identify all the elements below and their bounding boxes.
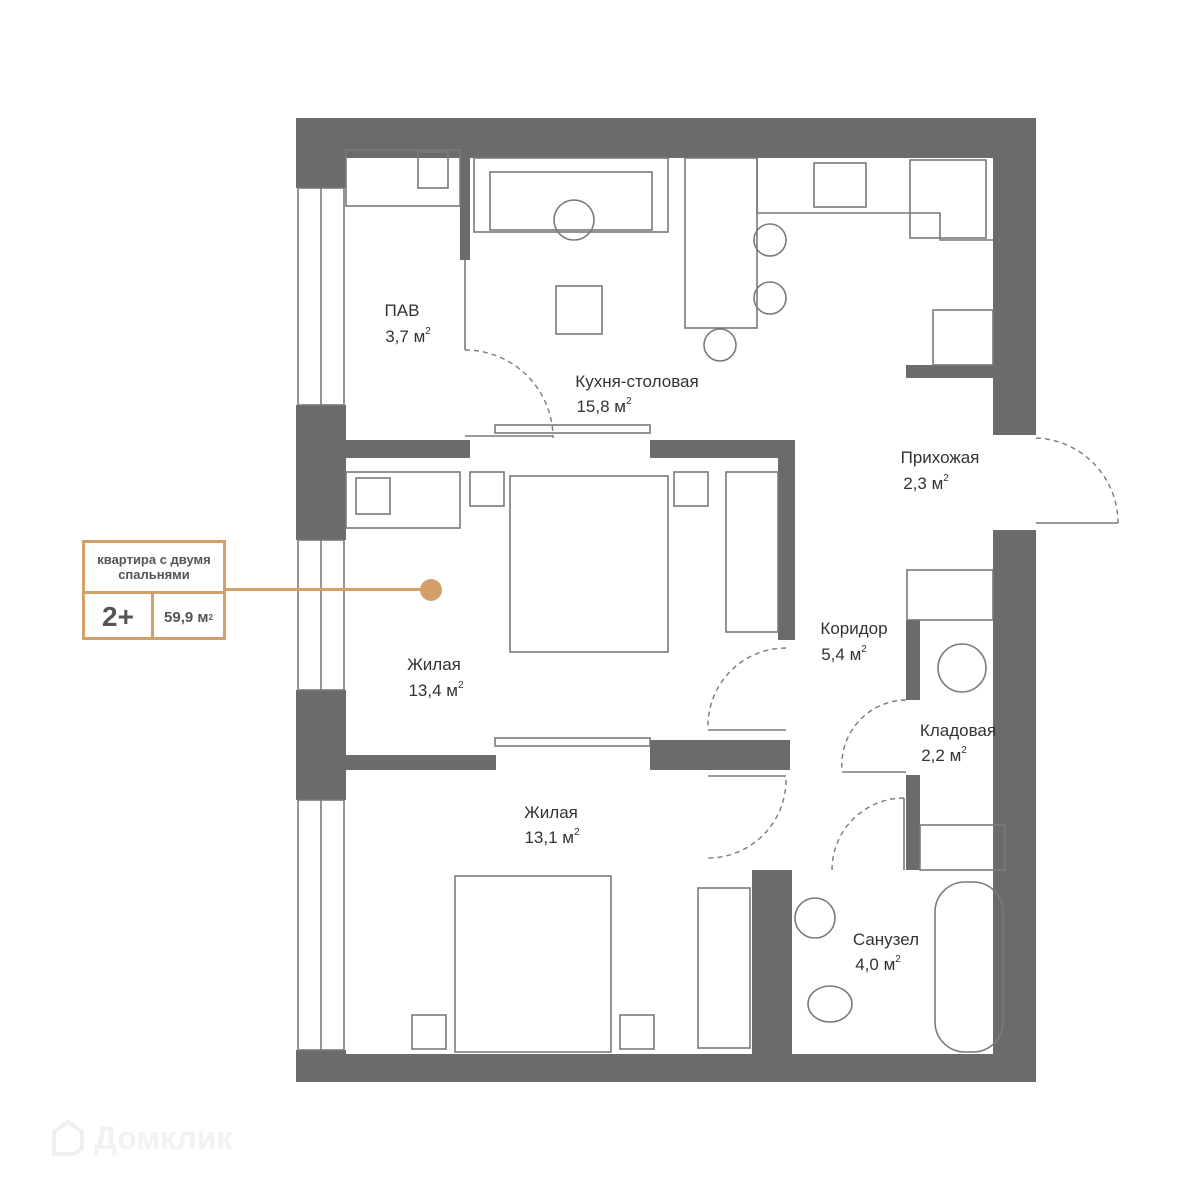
walls xyxy=(296,118,1036,1082)
room-area: 4,0 xyxy=(855,955,879,974)
sink-icon xyxy=(909,159,987,239)
room-label-hallway: Прихожая 2,3 м2 xyxy=(901,448,980,493)
room-label-bedroom-2: Жилая 13,1 м2 xyxy=(524,803,580,847)
room-area: 5,4 xyxy=(821,645,845,664)
toilet-icon xyxy=(807,985,853,1023)
desk xyxy=(345,149,461,207)
room-label-bathroom: Санузел 4,0 м2 xyxy=(853,930,919,974)
room-name: ПАВ xyxy=(385,301,420,320)
doors xyxy=(464,260,1119,871)
kitchen-island xyxy=(684,157,758,329)
svg-text:2,2 м2: 2,2 м2 xyxy=(921,745,967,765)
furniture xyxy=(345,149,1006,1053)
washbasin-icon xyxy=(937,643,987,693)
laptop-icon xyxy=(417,151,449,189)
tv xyxy=(494,737,651,747)
room-area: 2,3 xyxy=(903,474,927,493)
room-label-corridor: Коридор 5,4 м2 xyxy=(820,619,887,664)
bed xyxy=(509,475,669,653)
tv xyxy=(494,424,651,434)
table xyxy=(555,285,603,335)
windows xyxy=(297,187,345,1051)
shelf xyxy=(906,569,994,621)
svg-text:15,8 м2: 15,8 м2 xyxy=(576,396,632,416)
apartment-type: 2+ xyxy=(85,594,154,640)
room-area: 2,2 xyxy=(921,746,945,765)
svg-text:2,3 м2: 2,3 м2 xyxy=(903,473,949,493)
apartment-description: квартира с двумя спальнями xyxy=(85,543,223,594)
bathtub-icon xyxy=(934,881,1004,1053)
house-logo-icon xyxy=(52,1119,84,1156)
svg-text:5,4 м2: 5,4 м2 xyxy=(821,644,867,664)
sofa xyxy=(473,157,669,233)
svg-text:3,7 м2: 3,7 м2 xyxy=(385,326,431,346)
stove-icon xyxy=(813,162,867,208)
fridge-icon xyxy=(932,309,994,366)
room-label-pav: ПАВ 3,7 м2 xyxy=(385,301,432,346)
room-area: 3,7 xyxy=(385,327,409,346)
badge-pointer-dot xyxy=(420,579,442,601)
svg-text:13,1 м2: 13,1 м2 xyxy=(524,827,580,847)
bed xyxy=(454,875,612,1053)
room-name: Кухня-столовая xyxy=(575,372,698,391)
room-name: Кладовая xyxy=(920,721,996,740)
badge-pointer-line xyxy=(226,588,426,591)
room-area: 15,8 xyxy=(576,397,609,416)
watermark-logo: Домклик xyxy=(48,1118,232,1158)
room-area: 13,1 xyxy=(524,828,557,847)
watermark-text: Домклик xyxy=(94,1119,233,1156)
sink-icon xyxy=(794,897,836,939)
person-icon xyxy=(553,199,595,241)
room-name: Санузел xyxy=(853,930,919,949)
room-name: Коридор xyxy=(820,619,887,638)
room-name: Прихожая xyxy=(901,448,980,467)
room-label-bedroom-1: Жилая 13,4 м2 xyxy=(407,655,464,700)
laptop-icon xyxy=(355,477,391,515)
wardrobe xyxy=(697,887,751,1049)
room-name: Жилая xyxy=(524,803,578,822)
room-label-storage: Кладовая 2,2 м2 xyxy=(920,721,996,765)
room-labels: ПАВ 3,7 м2 Кухня-столовая 15,8 м2 Прихож… xyxy=(385,301,997,974)
svg-text:13,4 м2: 13,4 м2 xyxy=(408,680,464,700)
room-label-kitchen: Кухня-столовая 15,8 м2 xyxy=(575,372,698,416)
washing-machine-icon xyxy=(919,824,1006,871)
room-area: 13,4 xyxy=(408,681,441,700)
wardrobe xyxy=(725,471,779,633)
room-name: Жилая xyxy=(407,655,461,674)
svg-text:4,0 м2: 4,0 м2 xyxy=(855,954,901,974)
